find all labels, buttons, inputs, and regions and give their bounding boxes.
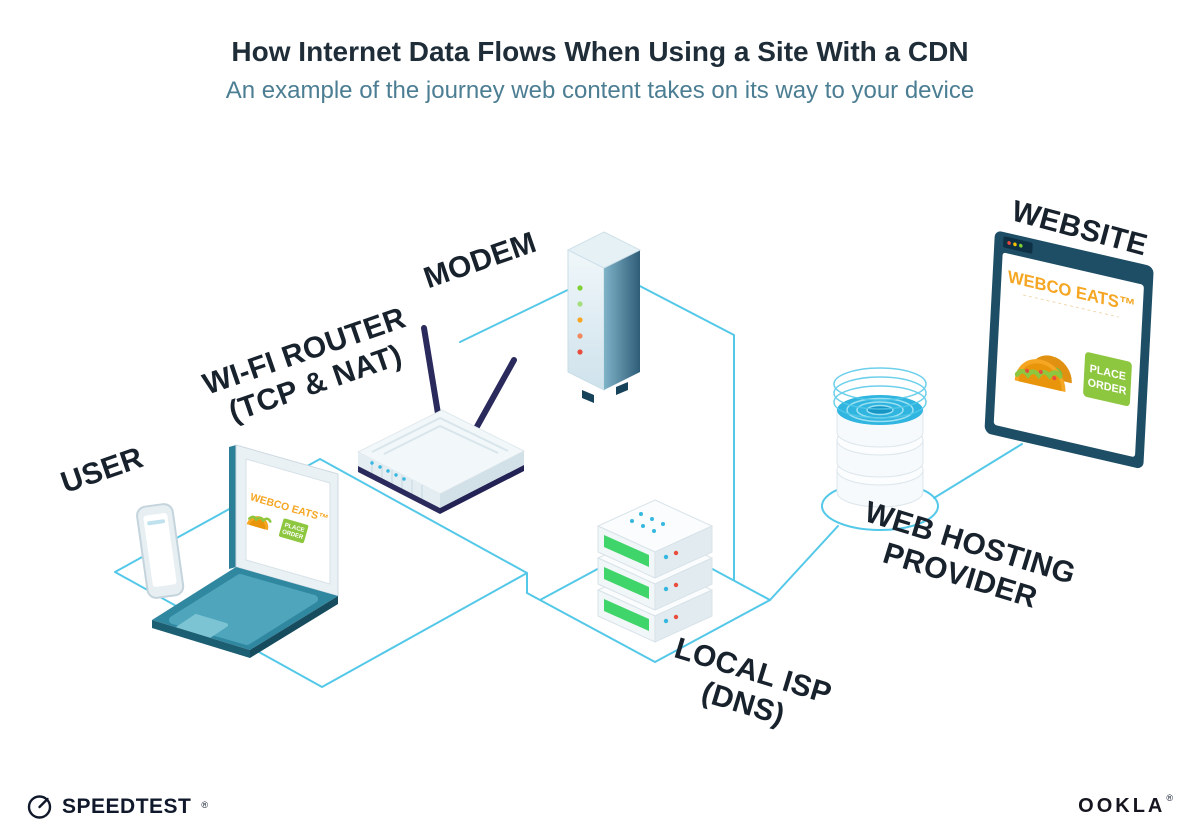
ookla-trademark: ® bbox=[1166, 793, 1173, 803]
website-illustration: WEBCO EATS™ PLACE ORDER bbox=[984, 231, 1154, 469]
taco-illustration bbox=[1014, 355, 1072, 392]
server-top-dots bbox=[630, 512, 665, 533]
modem-leds bbox=[577, 285, 583, 355]
line-hosting-to-website bbox=[933, 443, 1023, 499]
phone-illustration bbox=[136, 503, 185, 599]
ookla-wordmark: OOKLA bbox=[1078, 795, 1166, 817]
laptop-order-line2: ORDER bbox=[281, 529, 304, 541]
page-subtitle: An example of the journey web content ta… bbox=[225, 77, 975, 104]
web-hosting-illustration bbox=[833, 367, 927, 508]
laptop-illustration: WEBCO EATS™ PLACE ORDER bbox=[152, 444, 339, 658]
line-router-modem-drop bbox=[459, 269, 735, 581]
router-illustration bbox=[356, 325, 526, 514]
router-leds bbox=[370, 461, 406, 481]
line-user-to-isp bbox=[526, 572, 541, 601]
header: How Internet Data Flows When Using a Sit… bbox=[0, 36, 1200, 105]
user-device-illustration: WEBCO EATS™ PLACE ORDER bbox=[136, 444, 339, 658]
place-order-button: PLACE ORDER bbox=[1083, 352, 1132, 407]
browser-controls bbox=[1003, 236, 1033, 254]
line-isp-to-hosting bbox=[769, 525, 839, 601]
speedtest-trademark: ® bbox=[201, 799, 209, 810]
laptop-order-line1: PLACE bbox=[284, 523, 305, 534]
speedtest-logo: SPEEDTEST ® bbox=[26, 793, 209, 820]
speedtest-gauge-icon bbox=[27, 795, 52, 819]
hosting-rings bbox=[833, 367, 927, 419]
speedtest-wordmark: SPEEDTEST bbox=[62, 794, 192, 818]
ookla-logo: OOKLA ® bbox=[1078, 793, 1173, 818]
router-antenna-right bbox=[471, 357, 517, 435]
isp-server-illustration bbox=[596, 499, 714, 643]
page-title: How Internet Data Flows When Using a Sit… bbox=[231, 36, 969, 67]
modem-illustration bbox=[566, 231, 642, 403]
